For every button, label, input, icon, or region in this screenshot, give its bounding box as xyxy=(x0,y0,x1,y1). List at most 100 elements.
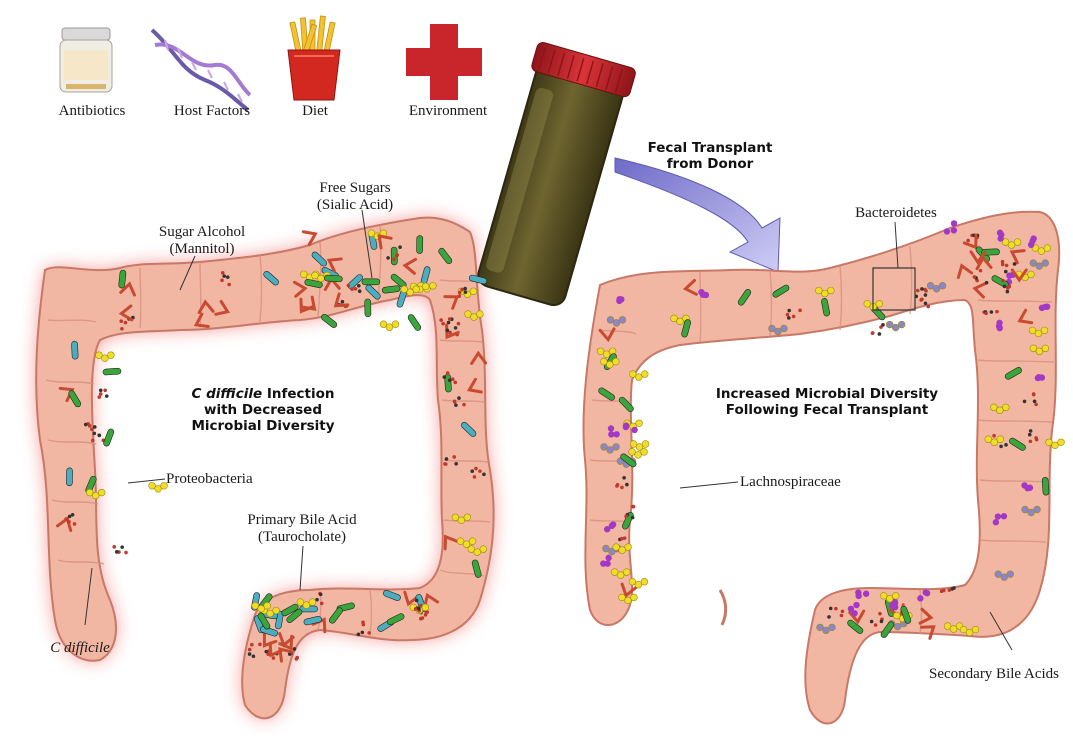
right-colon-title: Increased Microbial Diversity Following … xyxy=(712,386,942,418)
sugar-molecule xyxy=(1003,285,1007,289)
bile-acid-molecule xyxy=(98,489,105,496)
red-cross-icon xyxy=(406,24,482,100)
bile-acid-molecule xyxy=(273,607,280,614)
sugar-molecule xyxy=(386,256,390,260)
sugar-molecule xyxy=(443,462,447,466)
lachnospiraceae-bacterium xyxy=(698,289,704,295)
sugar-molecule xyxy=(445,457,449,461)
sugar-molecule xyxy=(120,327,124,331)
sugar-molecule xyxy=(1029,440,1033,444)
sugar-molecule xyxy=(227,283,231,287)
sugar-molecule xyxy=(220,278,224,282)
sugar-molecule xyxy=(834,607,838,611)
sugar-molecule xyxy=(966,239,970,243)
sugar-molecule xyxy=(625,483,629,487)
bile-acid-molecule xyxy=(470,288,477,295)
lachnospiraceae-bacterium xyxy=(1029,238,1035,244)
sugar-molecule xyxy=(624,515,628,519)
sugar-molecule xyxy=(786,313,790,317)
bile-acid-molecule xyxy=(972,626,979,633)
sugar-molecule xyxy=(248,648,252,652)
lachnospiraceae-bacterium xyxy=(613,431,619,437)
sugar-molecule xyxy=(425,611,429,615)
lachnospiraceae-bacterium xyxy=(604,526,610,532)
sugar-molecule xyxy=(98,434,102,438)
bile-acid-molecule xyxy=(430,282,437,289)
lachnospiraceae-bacterium xyxy=(631,427,637,433)
sugar-molecule xyxy=(295,657,299,661)
sugar-molecule xyxy=(464,290,468,294)
sugar-molecule xyxy=(453,399,457,403)
sugar-molecule xyxy=(920,287,924,291)
lachnospiraceae-bacterium xyxy=(944,228,950,234)
sugar-molecule xyxy=(827,615,831,619)
secondary-bile-acid-molecule xyxy=(898,321,905,328)
sugar-molecule xyxy=(841,610,845,614)
bile-acid-molecule xyxy=(1042,345,1049,352)
sugar-molecule xyxy=(124,321,128,325)
sugar-molecule xyxy=(916,289,920,293)
sugar-molecule xyxy=(71,513,75,517)
bacterium xyxy=(66,468,72,486)
sugar-molecule xyxy=(439,318,443,322)
bacterium xyxy=(71,341,78,359)
sugar-molecule xyxy=(620,537,624,541)
sugar-molecule xyxy=(1029,429,1033,433)
bile-acid-molecule xyxy=(827,287,834,294)
bile-acid-molecule xyxy=(892,592,899,599)
lachnospiraceae-bacterium xyxy=(951,227,957,233)
sugar-molecule xyxy=(874,623,878,627)
bile-acid-molecule xyxy=(631,594,638,601)
sugar-molecule xyxy=(221,271,225,275)
bile-acid-molecule xyxy=(997,436,1004,443)
sugar-molecule xyxy=(462,403,466,407)
sugar-molecule xyxy=(272,656,276,660)
lachnospiraceae-bacterium xyxy=(608,425,614,431)
sugar-molecule xyxy=(84,423,88,427)
sugar-molecule xyxy=(840,614,844,618)
sugar-molecule xyxy=(1028,433,1032,437)
sugar-molecule xyxy=(415,599,419,603)
bile-acid-molecule xyxy=(477,311,484,318)
bile-acid-molecule xyxy=(264,602,271,609)
sugar-molecule xyxy=(119,319,123,323)
left-colon-title: C difficile Infection with Decreased Mic… xyxy=(178,386,348,434)
proteobacteria-label: Proteobacteria xyxy=(166,471,276,488)
c-difficile-bacterium xyxy=(407,313,422,331)
sugar-molecule xyxy=(414,607,418,611)
host-factors-label: Host Factors xyxy=(160,103,264,120)
sugar-molecule xyxy=(93,432,97,436)
sugar-molecule xyxy=(99,388,103,392)
sugar-molecule xyxy=(91,439,95,443)
sugar-molecule xyxy=(446,328,450,332)
sugar-alcohol-label: Sugar Alcohol (Mannitol) xyxy=(142,224,262,258)
c-difficile-label: C difficile xyxy=(30,640,130,657)
bile-acid-molecule xyxy=(612,358,619,365)
sugar-molecule xyxy=(73,522,77,526)
bacteroidetes-label: Bacteroidetes xyxy=(836,205,956,222)
sugar-molecule xyxy=(398,245,402,249)
sugar-molecule xyxy=(622,476,626,480)
dna-icon xyxy=(152,30,250,110)
c-difficile-bacterium xyxy=(417,236,423,254)
sugar-molecule xyxy=(1034,403,1038,407)
sugar-molecule xyxy=(453,381,457,385)
sugar-molecule xyxy=(620,486,624,490)
sugar-molecule xyxy=(829,607,833,611)
lachnospiraceae-bacterium xyxy=(1035,375,1041,381)
secondary-bile-acid-molecule xyxy=(1042,260,1049,267)
specimen-jar-icon xyxy=(470,41,637,309)
sugar-molecule xyxy=(358,289,362,293)
sugar-molecule xyxy=(482,473,486,477)
sugar-molecule xyxy=(870,620,874,624)
sugar-molecule xyxy=(97,395,101,399)
lachnospiraceae-bacterium xyxy=(616,298,622,304)
secondary-bile-acid-molecule xyxy=(939,282,946,289)
bile-acid-molecule xyxy=(469,538,476,545)
sugar-molecule xyxy=(992,434,996,438)
sugar-molecule xyxy=(395,254,399,258)
lachnospiraceae-bacterium xyxy=(851,610,857,616)
bile-acid-molecule xyxy=(1014,239,1021,246)
secondary-bile-acid-molecule xyxy=(781,325,788,332)
secondary-bile-acid-molecule xyxy=(829,624,836,631)
